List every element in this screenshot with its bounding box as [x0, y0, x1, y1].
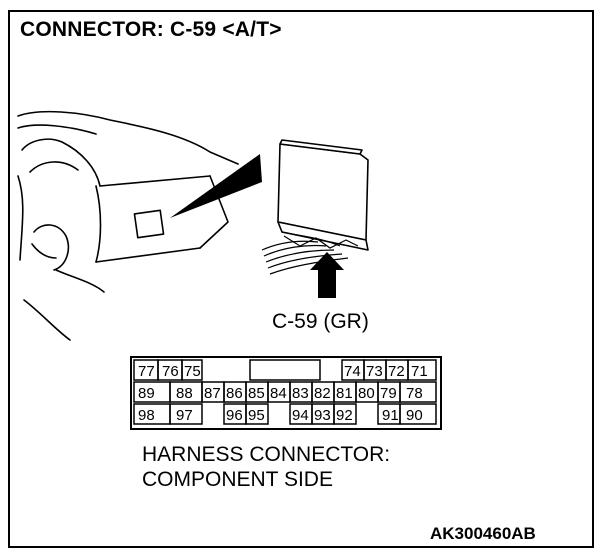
dash-curve-1: [21, 138, 101, 187]
pin-91: 91: [382, 407, 399, 424]
dash-top-line: [17, 110, 239, 165]
pin-95: 95: [248, 407, 265, 424]
pin-78: 78: [406, 385, 423, 402]
pin-75: 75: [184, 363, 201, 380]
pin-89: 89: [138, 385, 155, 402]
console-left: [95, 185, 102, 263]
pin-82: 82: [314, 385, 331, 402]
pin-80: 80: [358, 385, 375, 402]
console-bottom: [95, 247, 201, 263]
pin-76: 76: [162, 363, 179, 380]
pin-71: 71: [411, 363, 428, 380]
pin-79: 79: [380, 385, 397, 402]
dash-left-edge: [17, 175, 24, 261]
caption-line-2: COMPONENT SIDE: [142, 468, 333, 491]
pin-83: 83: [292, 385, 309, 402]
pin-88: 88: [176, 385, 193, 402]
pin-87: 87: [204, 385, 221, 402]
dash-lower-1: [55, 269, 105, 293]
pin-81: 81: [336, 385, 353, 402]
dash-lower-2: [23, 299, 71, 341]
pin-90: 90: [406, 407, 423, 424]
dash-curve-2: [29, 161, 79, 173]
dash-detail: [31, 243, 57, 259]
pin-86: 86: [226, 385, 243, 402]
pin-85: 85: [248, 385, 265, 402]
console-top: [99, 175, 211, 187]
pin-72: 72: [388, 363, 405, 380]
ecu-location-box: [133, 209, 165, 239]
pin-94: 94: [292, 407, 309, 424]
pointer-wedge: [170, 154, 262, 218]
pin-97: 97: [176, 407, 193, 424]
pin-73: 73: [366, 363, 383, 380]
pin-98: 98: [138, 407, 155, 424]
figure-code: AK300460AB: [430, 524, 536, 543]
pin-74: 74: [344, 363, 361, 380]
ecu-top-edge: [279, 139, 363, 155]
diagram-title: CONNECTOR: C-59 <A/T>: [20, 18, 282, 41]
connector-label: C-59 (GR): [272, 310, 369, 333]
pin-grid: 77 76 75 74 73 72 71 89 88 87 86 85 84 8…: [133, 359, 437, 425]
pin-93: 93: [314, 407, 331, 424]
pin-84: 84: [270, 385, 287, 402]
caption-line-1: HARNESS CONNECTOR:: [142, 443, 391, 466]
pin-77: 77: [138, 363, 155, 380]
pin-layout: 77 76 75 74 73 72 71 89 88 87 86 85 84 8…: [130, 356, 442, 430]
ecu-base: [277, 221, 369, 251]
pin-96: 96: [226, 407, 243, 424]
diagram-frame: [8, 10, 594, 548]
pin-92: 92: [336, 407, 353, 424]
steering-arc: [33, 224, 70, 271]
arrow-up-icon: [310, 252, 344, 298]
dash-top-inner: [17, 124, 97, 135]
